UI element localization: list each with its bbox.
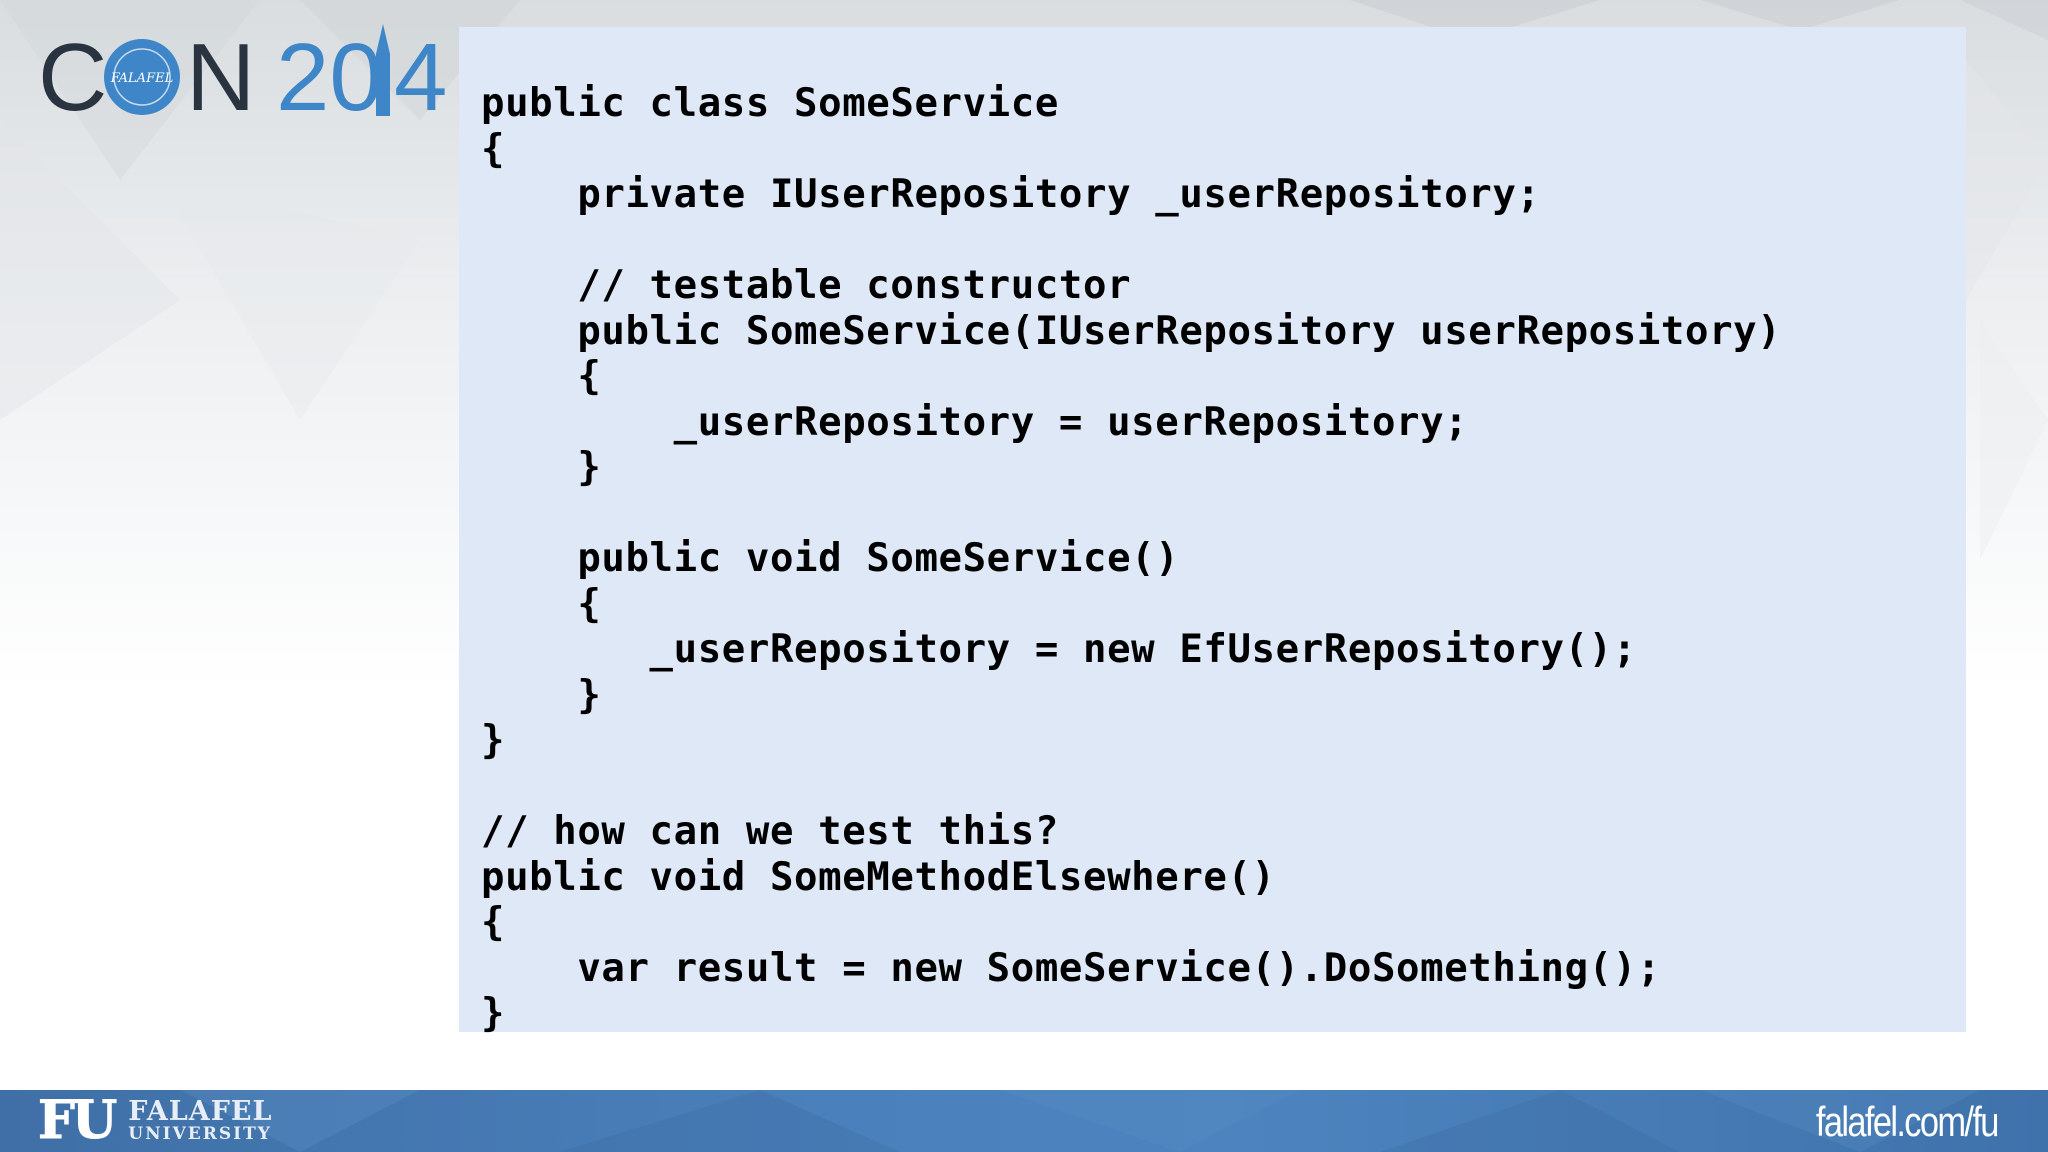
fu-brand-subtitle: UNIVERSITY — [128, 1124, 272, 1144]
logo-graphic: C FALAFEL N 20 4 — [38, 24, 447, 131]
fu-brand-name: FALAFEL — [128, 1096, 273, 1127]
logo-spire-icon — [376, 24, 390, 116]
code-line: var result = new SomeService().DoSomethi… — [481, 945, 1661, 991]
code-line: } — [481, 718, 506, 763]
code-line: { — [481, 900, 506, 945]
code-line — [481, 491, 1966, 537]
code-panel: public class SomeService { private IUser… — [459, 27, 1966, 1036]
falafel-university-logo: FU FALAFEL UNIVERSITY — [37, 1090, 273, 1151]
code-line: } — [481, 672, 602, 718]
code-line: public SomeService(IUserRepository userR… — [481, 308, 1782, 354]
background-pattern — [0, 0, 2048, 420]
code-line: public class SomeService — [481, 81, 1059, 126]
code-line: public void SomeMethodElsewhere() — [481, 854, 1276, 900]
code-line: } — [481, 991, 506, 1036]
code-line: private IUserRepository _userRepository; — [481, 172, 1541, 217]
footer-url: falafel.com/fu — [1816, 1098, 2000, 1145]
footer-bar: FU FALAFEL UNIVERSITY falafel.com/fu — [0, 1090, 2048, 1152]
fu-brand-mark: FU — [37, 1090, 117, 1151]
logo-badge-text: FALAFEL — [110, 71, 173, 86]
code-line: { — [481, 581, 602, 627]
code-line: public void SomeService() — [481, 536, 1180, 581]
logo-year-last: 4 — [394, 24, 447, 124]
logo-letter-c: C — [38, 24, 107, 124]
code-line: { — [481, 126, 506, 172]
logo-badge-icon — [104, 39, 180, 115]
code-line: _userRepository = userRepository; — [481, 399, 1469, 445]
logo-year-first: 20 — [276, 24, 383, 124]
footer-pattern — [180, 1090, 1980, 1152]
code-line: } — [481, 445, 602, 490]
code-line — [481, 218, 1966, 264]
code-line: // testable constructor — [481, 263, 1132, 308]
fu-brand-text: FALAFEL UNIVERSITY — [128, 1096, 273, 1144]
code-line: // how can we test this? — [481, 809, 1059, 854]
logo-letter-n: N — [186, 24, 255, 124]
code-line: { — [481, 354, 602, 399]
con-2014-logo: C FALAFEL N 20 4 — [38, 24, 458, 131]
code-line: _userRepository = new EfUserRepository()… — [481, 627, 1637, 672]
code-line — [481, 764, 1966, 810]
